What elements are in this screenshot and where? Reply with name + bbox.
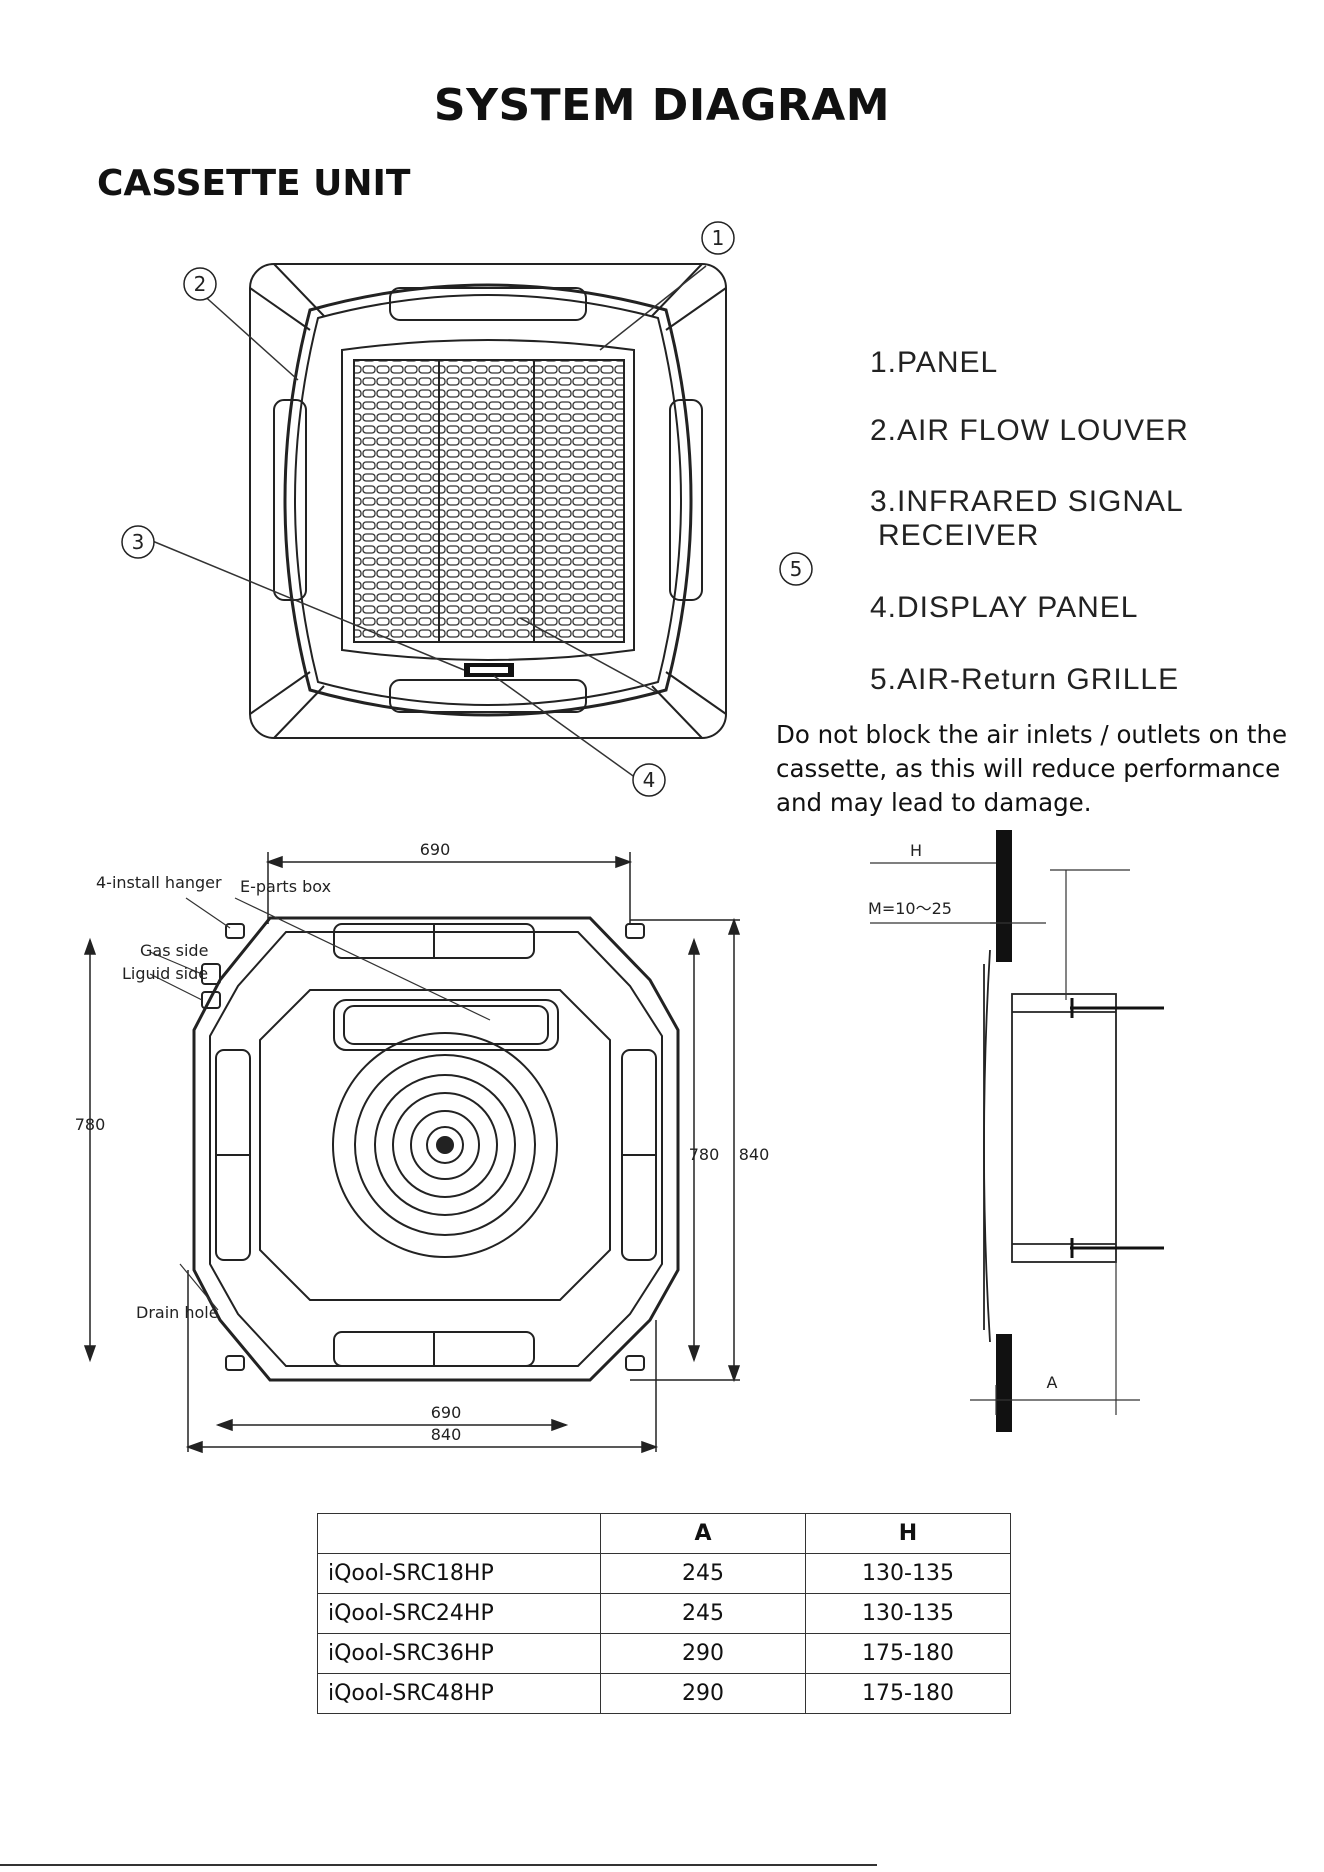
warning-note: Do not block the air inlets / outlets on…	[776, 720, 1288, 817]
table-cell-a: 245	[600, 1593, 806, 1634]
dim-bottom-690: 690	[431, 1403, 462, 1422]
legend-item-louver: 2.AIR FLOW LOUVER	[870, 414, 1189, 447]
table-cell-model: iQool-SRC48HP	[317, 1673, 601, 1714]
ceiling-bottom	[996, 1334, 1012, 1432]
panel-outline	[249, 263, 727, 739]
dimensions-table: A H iQool-SRC18HP 245 130-135 iQool-SRC2…	[317, 1513, 1011, 1714]
table-header-a: A	[600, 1513, 806, 1554]
table-cell-model: iQool-SRC36HP	[317, 1633, 601, 1674]
callout-4: 4	[643, 768, 656, 792]
table-cell-h: 130-135	[805, 1553, 1011, 1594]
louver-left	[273, 399, 307, 601]
table-cell-a: 290	[600, 1633, 806, 1674]
table-row: iQool-SRC18HP 245 130-135	[317, 1553, 1011, 1594]
side-label-m: M=10～25	[868, 899, 952, 918]
table-header-h: H	[805, 1513, 1011, 1554]
legend-item-infrared: 3.INFRARED SIGNAL	[870, 485, 1184, 518]
table-row: iQool-SRC48HP 290 175-180	[317, 1673, 1011, 1714]
callout-2: 2	[194, 272, 207, 296]
dim-right-780: 780	[689, 1145, 720, 1164]
table-header-row: A H	[317, 1513, 1011, 1554]
dim-top-690: 690	[420, 840, 451, 859]
body-inner-edge	[209, 931, 663, 1367]
side-label-a: A	[1047, 1373, 1058, 1392]
table-row: iQool-SRC24HP 245 130-135	[317, 1593, 1011, 1634]
table-cell-h: 175-180	[805, 1673, 1011, 1714]
callout-5: 5	[790, 557, 803, 581]
dim-left-780: 780	[75, 1115, 106, 1134]
table-cell-a: 245	[600, 1553, 806, 1594]
table-cell-model: iQool-SRC18HP	[317, 1553, 601, 1594]
return-grille	[353, 359, 625, 643]
side-label-h: H	[910, 841, 922, 860]
louver-bottom	[389, 679, 587, 713]
legend-item-panel: 1.PANEL	[870, 346, 999, 379]
table-row: iQool-SRC36HP 290 175-180	[317, 1633, 1011, 1674]
callout-1: 1	[712, 226, 725, 250]
label-eparts-box: E-parts box	[240, 877, 331, 896]
footer-divider	[0, 1864, 877, 1866]
fan-chamber	[259, 989, 611, 1301]
louver-top	[389, 287, 587, 321]
legend-item-infrared-cont: RECEIVER	[878, 519, 1040, 552]
ceiling-top	[996, 830, 1012, 962]
louver-right	[669, 399, 703, 601]
label-install-hanger: 4-install hanger	[96, 873, 222, 892]
legend-item-display: 4.DISPLAY PANEL	[870, 591, 1139, 624]
inner-body-edge	[294, 294, 682, 706]
unit-body	[1011, 993, 1117, 1263]
dim-bottom-840: 840	[431, 1425, 462, 1444]
cassette-front-view: 1 2 3 4 5	[121, 221, 813, 797]
label-liquid-side: Liguid side	[122, 964, 208, 983]
callout-3: 3	[132, 530, 145, 554]
grille-frame	[341, 339, 635, 661]
table-cell-h: 175-180	[805, 1633, 1011, 1674]
label-gas-side: Gas side	[140, 941, 208, 960]
table-cell-a: 290	[600, 1673, 806, 1714]
body-outline	[192, 916, 680, 1382]
legend-item-grille: 5.AIR-Return GRILLE	[870, 663, 1180, 696]
dim-right-840: 840	[739, 1145, 770, 1164]
table-cell-model: iQool-SRC24HP	[317, 1593, 601, 1634]
panel-curve	[983, 949, 991, 1343]
section-title: CASSETTE UNIT	[97, 163, 411, 204]
cassette-side-view: H M=10～25 A	[868, 830, 1164, 1432]
table-header-model	[317, 1513, 601, 1554]
page-title: SYSTEM DIAGRAM	[433, 80, 891, 131]
label-drain-hole: Drain hole	[136, 1303, 219, 1322]
cassette-top-view: 690 4-install hanger E-parts box Gas sid…	[75, 840, 770, 1454]
table-cell-h: 130-135	[805, 1593, 1011, 1634]
eparts-box-shape	[333, 999, 559, 1051]
